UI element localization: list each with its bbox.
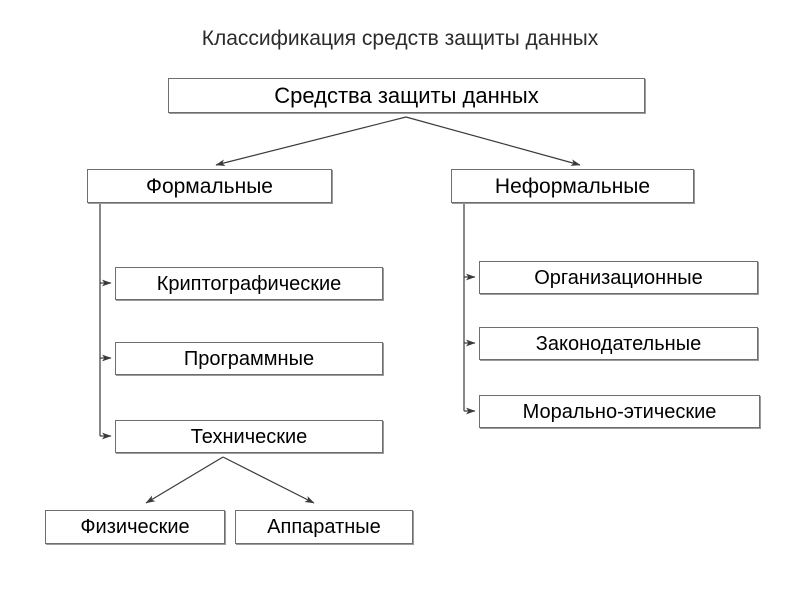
node-label: Формальные <box>145 174 273 198</box>
node-root-data-protection-means: Средства защиты данных <box>168 78 645 113</box>
node-cryptographic: Криптографические <box>115 267 383 300</box>
edge-root-to-formal <box>215 116 407 167</box>
node-legal: Законодательные <box>479 327 758 360</box>
node-technical: Технические <box>115 420 383 453</box>
node-label: Неформальные <box>494 174 651 198</box>
node-physical: Физические <box>45 510 225 544</box>
node-label: Законодательные <box>535 332 702 355</box>
node-formal: Формальные <box>87 169 332 203</box>
page-title: Классификация средств защиты данных <box>201 27 599 50</box>
edge-technical-to-physical <box>145 456 224 504</box>
node-label: Средства защиты данных <box>274 82 539 108</box>
node-informal: Неформальные <box>451 169 694 203</box>
node-moral-ethical: Морально-этические <box>479 395 760 428</box>
node-label: Организационные <box>534 266 703 289</box>
node-label: Криптографические <box>156 272 342 295</box>
node-software: Программные <box>115 342 383 375</box>
node-label: Программные <box>183 347 315 370</box>
node-hardware: Аппаратные <box>235 510 413 544</box>
node-label: Морально-этические <box>522 400 717 423</box>
edge-root-to-informal <box>405 116 581 166</box>
node-organizational: Организационные <box>479 261 758 294</box>
edge-technical-to-hardware <box>222 456 315 504</box>
node-label: Аппаратные <box>267 516 381 538</box>
node-label: Физические <box>80 516 190 538</box>
node-label: Технические <box>190 425 308 448</box>
